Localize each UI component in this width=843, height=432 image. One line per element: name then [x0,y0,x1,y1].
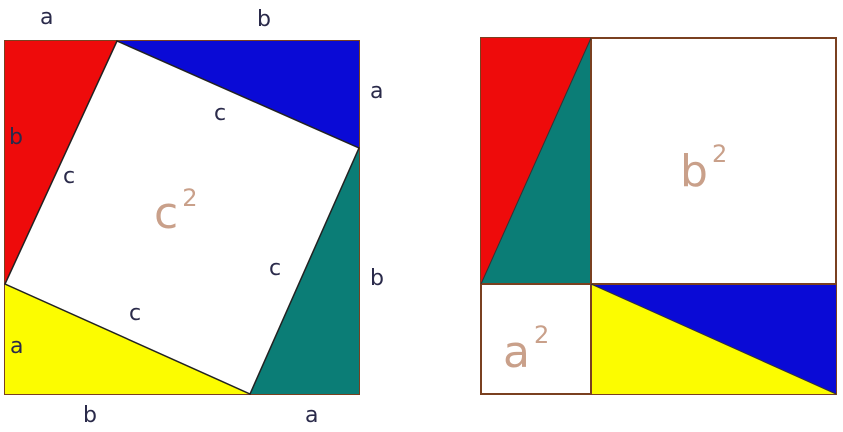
label-right-b: b [370,266,384,291]
c-squared-exponent: 2 [182,184,197,212]
label-hyp-right-c: c [269,256,281,281]
label-top-a: a [40,5,53,30]
a-squared-exponent: 2 [534,321,549,349]
label-hyp-top-c: c [214,101,226,126]
b-squared-exponent: 2 [712,140,727,168]
right-blue-yellow-divider [590,283,837,395]
label-left-a: a [10,334,23,359]
b-squared-base: b [680,146,708,197]
b-squared-square [590,37,837,285]
right-red-teal-divider [480,37,592,285]
label-hyp-bottom-c: c [129,301,141,326]
label-bottom-a: a [305,403,318,428]
a-squared-square [480,283,592,395]
c-squared-base: c [154,188,178,239]
label-hyp-left-c: c [63,164,75,189]
inner-c-square [4,40,360,395]
label-bottom-b: b [83,403,97,428]
a-squared-base: a [503,327,530,378]
label-right-a: a [370,79,383,104]
label-top-b: b [257,7,271,32]
label-left-b: b [9,125,23,150]
